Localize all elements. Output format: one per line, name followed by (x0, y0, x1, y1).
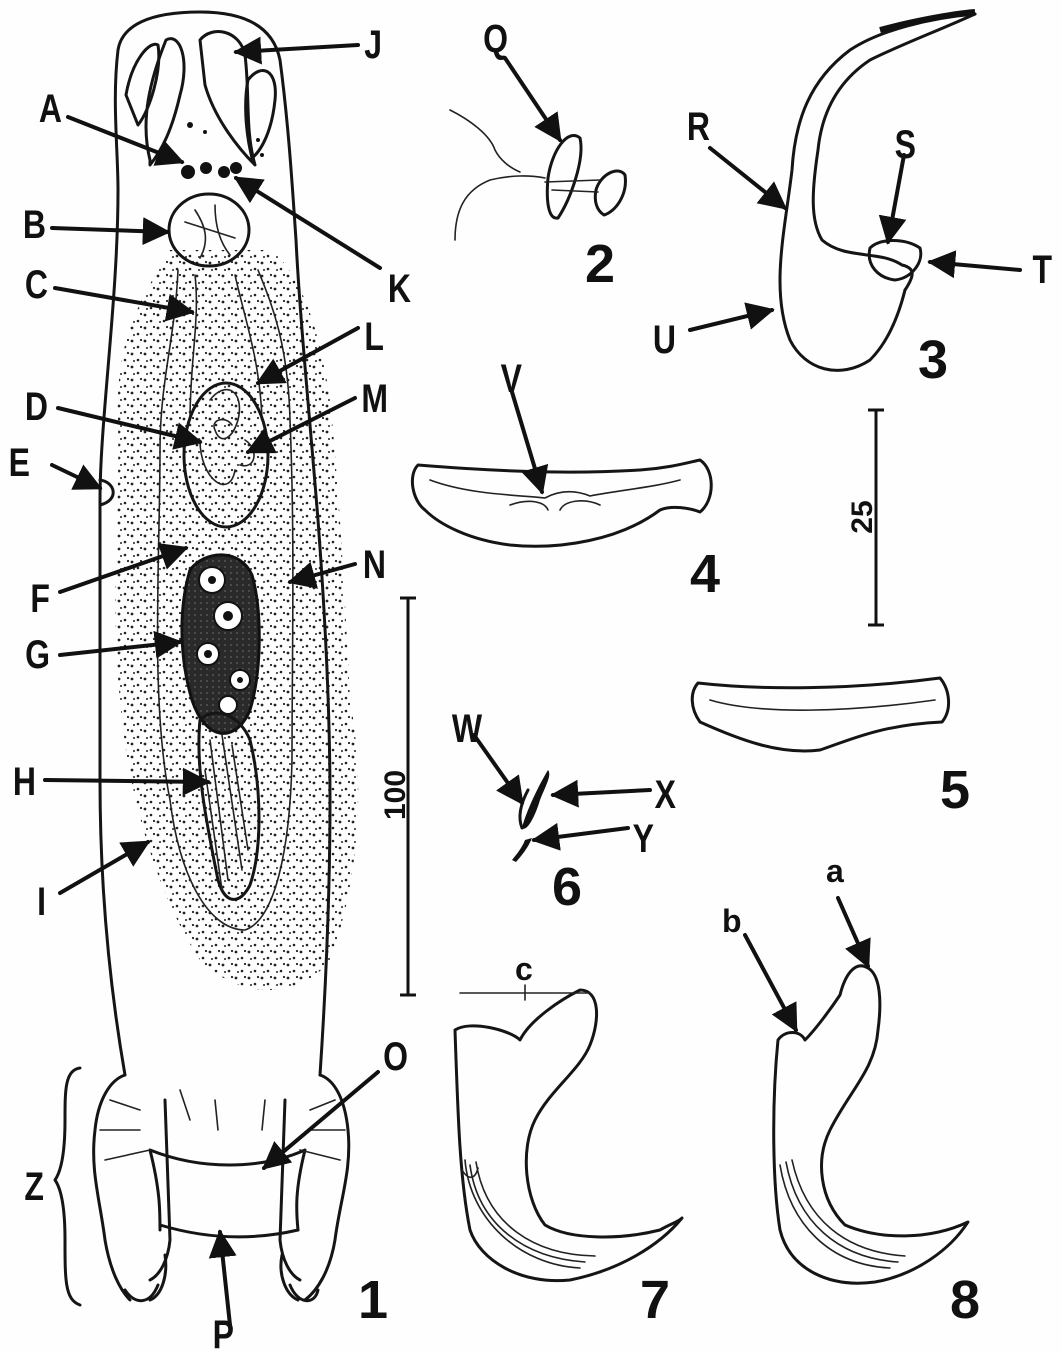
figure-2-drawing (450, 110, 625, 240)
label-f-upper: F (30, 576, 50, 621)
label-a-upper: A (39, 86, 62, 131)
figure-number-5: 5 (940, 760, 970, 820)
label-g-upper: G (25, 632, 50, 677)
label-v-upper: V (501, 356, 522, 401)
eyespots (181, 162, 242, 179)
label-n-upper: N (363, 542, 386, 587)
figure-number-4: 4 (690, 544, 720, 604)
label-u-upper: U (653, 317, 676, 362)
figure-1-body (55, 12, 358, 1305)
figure-4-drawing (412, 460, 711, 546)
label-r-upper: R (687, 104, 710, 149)
label-q-upper: Q (483, 16, 508, 61)
figure-6-drawing (512, 770, 549, 862)
figure-number-7: 7 (640, 1270, 670, 1330)
label-b-lower: b (722, 903, 742, 939)
label-y-upper: Y (633, 816, 654, 861)
label-z-upper: Z (24, 1164, 44, 1209)
label-b-upper: B (23, 202, 46, 247)
vagina (100, 480, 113, 505)
figure-number-8: 8 (950, 1270, 980, 1330)
label-x-upper: X (655, 772, 676, 817)
label-w-upper: W (452, 706, 483, 751)
label-h-upper: H (13, 759, 36, 804)
figure-6-arrows (474, 735, 650, 840)
scale-label-100: 100 (379, 770, 412, 820)
haptor (94, 1075, 349, 1301)
figure-number-1: 1 (358, 1270, 388, 1330)
figure-5-drawing (692, 678, 948, 751)
haptor-bracket (55, 1068, 80, 1305)
label-p-upper: P (213, 1312, 234, 1353)
label-c-lower: c (515, 951, 533, 987)
label-c-upper: C (25, 262, 48, 307)
arrow-v (512, 392, 542, 492)
label-s-upper: S (895, 122, 916, 167)
scale-label-25: 25 (846, 500, 879, 533)
label-d-upper: D (25, 384, 48, 429)
figure-8-arrows (745, 898, 868, 1030)
label-i-upper: I (37, 879, 46, 924)
label-t-upper: T (1032, 247, 1052, 292)
arrow-q (505, 58, 560, 140)
figure-number-3: 3 (918, 330, 948, 390)
figure-8-drawing (774, 966, 968, 1283)
figure-3-arrows (690, 148, 1020, 330)
figure-number-2: 2 (585, 234, 615, 294)
label-j-upper: J (364, 22, 382, 67)
label-o-upper: O (383, 1034, 408, 1079)
figure-number-6: 6 (552, 857, 582, 917)
label-k-upper: K (388, 266, 411, 311)
figure-7-drawing (455, 985, 682, 1281)
label-a-lower: a (826, 853, 844, 889)
label-e-upper: E (9, 440, 30, 485)
figure-3-drawing (780, 12, 975, 370)
label-m-upper: M (361, 376, 388, 421)
label-l-upper: L (364, 314, 384, 359)
